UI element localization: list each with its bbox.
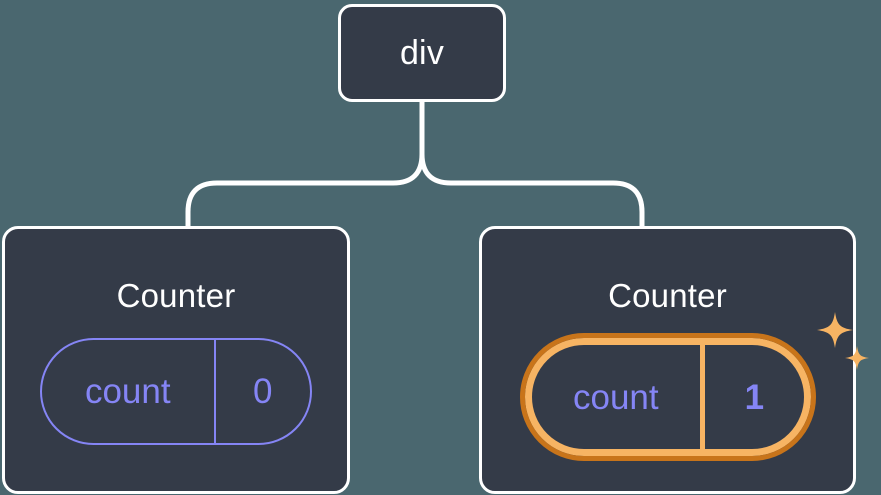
state-pill-wrapper-left: count 0 [40,338,312,445]
state-value-right: 1 [700,345,803,449]
node-div[interactable]: div [338,4,506,102]
state-key-right: count [573,377,659,417]
node-counter-right-label: Counter [608,277,727,314]
edge-root-to-left-child [185,151,425,235]
state-pill-count-right[interactable]: count 1 [519,333,816,461]
sparkles-group [816,312,869,370]
state-pill-count-left[interactable]: count 0 [40,338,312,445]
node-counter-right[interactable]: Counter count 1 [479,226,869,494]
node-div-label: div [399,34,445,72]
sparkle-large-icon [816,312,853,348]
sparkle-small-icon [844,346,869,370]
state-key-left: count [84,372,171,411]
state-value-left: 0 [213,340,310,443]
edge-root-to-right-child [419,151,645,235]
node-counter-left-label: Counter [116,277,236,314]
state-pill-wrapper-right: count 1 [519,312,869,461]
node-counter-left[interactable]: Counter count 0 [2,226,350,494]
